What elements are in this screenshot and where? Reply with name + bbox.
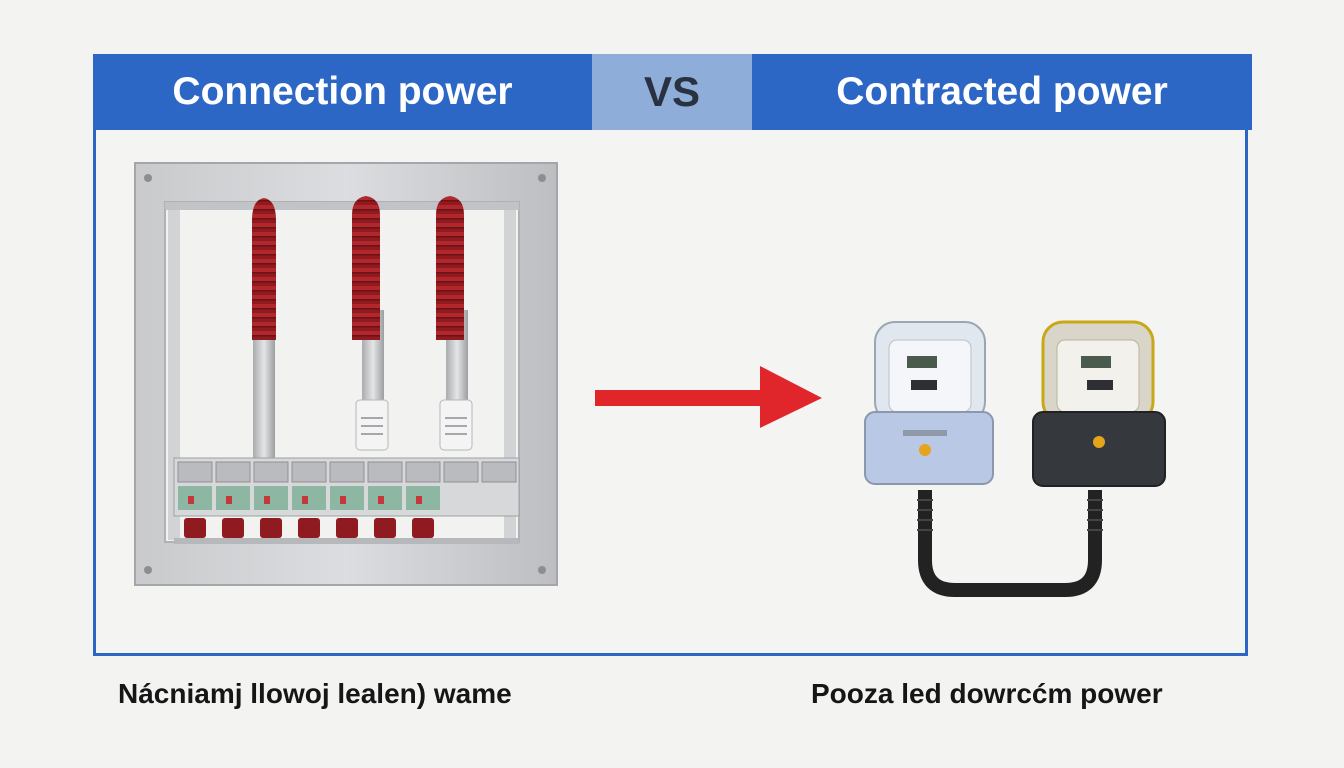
contracted-power-title: Contracted power bbox=[752, 54, 1252, 130]
electricity-meters-illustration bbox=[864, 320, 1166, 597]
vs-label: VS bbox=[592, 54, 752, 130]
connection-power-title: Connection power bbox=[93, 54, 592, 130]
red-arrow bbox=[595, 366, 822, 428]
right-caption: Pooza led dowrcćm power bbox=[811, 678, 1163, 709]
comparison-header: Connection power VS Contracted power bbox=[93, 54, 1252, 130]
left-caption: Nácniamj llowoj lealen) wame bbox=[118, 678, 512, 709]
distribution-panel-illustration bbox=[134, 162, 558, 586]
